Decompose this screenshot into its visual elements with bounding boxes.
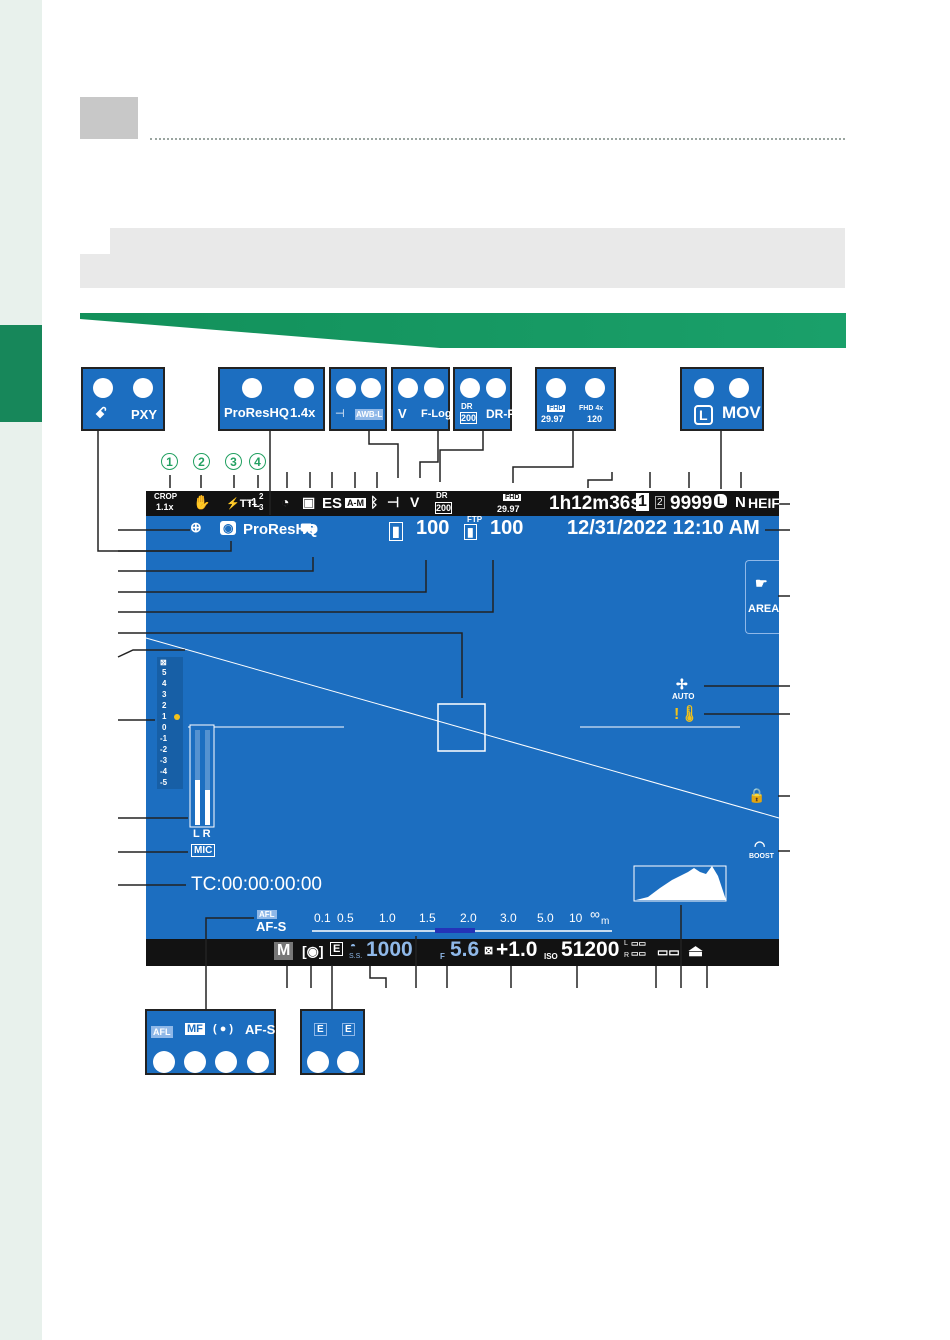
bluetooth-icon: ᛒ xyxy=(370,494,379,510)
ss-icon: ◓ xyxy=(350,941,357,952)
exposure-compensation: +1.0 xyxy=(496,938,538,961)
callout-box-4: V F-Log xyxy=(391,367,452,431)
ae-lock-icon: E xyxy=(330,942,344,956)
recording-time: 1h12m36s xyxy=(549,493,641,514)
callout-box-3: ⊣ AWB-L xyxy=(329,367,387,431)
fan-icon: ✢ xyxy=(676,676,688,692)
bottom-status-bar xyxy=(146,939,779,966)
frames-icon-2: ▮ xyxy=(464,524,477,540)
file-format: HEIF xyxy=(748,495,780,511)
ftp-label: FTP xyxy=(467,515,483,524)
exposure-scale-bg xyxy=(157,657,183,789)
flash-comp: -1 xyxy=(248,497,257,508)
exposure-scale-icon: ⊠ xyxy=(160,658,167,667)
number-3: 3 xyxy=(225,453,242,470)
top-status-bar xyxy=(146,491,779,516)
proxy-icon: ◉ xyxy=(220,521,237,535)
focus-mode: AF-S xyxy=(256,919,287,934)
chapter-tab[interactable] xyxy=(0,325,42,422)
flash-frac-bot: 3 xyxy=(259,503,264,512)
callout-box-6: FHD 29.97 FHD 4x 120 xyxy=(535,367,616,431)
exposure-indicator xyxy=(174,714,180,720)
af-zoom-icon: ⊕ xyxy=(190,519,202,535)
shots-remaining: 9999 xyxy=(670,493,713,514)
movie-fps: 29.97 xyxy=(497,504,520,514)
ev-icon: ⊠ xyxy=(484,945,494,957)
battery-r-label: R xyxy=(624,952,630,959)
image-size: L xyxy=(714,494,728,508)
callout-lines xyxy=(97,430,790,1020)
card-slot-1: 1 xyxy=(636,493,649,511)
shutter-speed: 1000 xyxy=(366,938,413,961)
flash-frac-top: 2 xyxy=(259,492,264,501)
audio-lr-label: L R xyxy=(193,828,211,840)
am-switch: A-M xyxy=(345,498,366,508)
wb-icon: ⊣ xyxy=(387,494,400,510)
histogram-curve xyxy=(636,866,726,900)
dr-label: DR xyxy=(436,491,448,500)
area-label: AREA xyxy=(748,603,780,615)
temperature-warning-icon: !🌡 xyxy=(674,706,700,723)
battery-icon: ▭▭ xyxy=(657,945,680,959)
dotted-rule xyxy=(150,138,845,140)
film-sim-icon: V xyxy=(410,494,420,510)
afl-label: AFL xyxy=(257,910,277,919)
crop-value: 1.1x xyxy=(156,502,174,512)
callout-box-1: ꗃ PXY xyxy=(81,367,165,431)
focus-frame xyxy=(437,703,486,752)
battery-l-label: L xyxy=(624,940,628,947)
metering-icon: [◉] xyxy=(302,943,324,959)
card-slot-2: 2 xyxy=(655,496,665,509)
audio-meter-frame xyxy=(189,724,215,828)
self-timer-icon: ◔ xyxy=(281,494,290,510)
number-2: 2 xyxy=(193,453,210,470)
side-strip xyxy=(0,0,42,1340)
section-header-band xyxy=(80,313,846,348)
shutter-type: ES xyxy=(322,495,343,512)
callout-box-5: DR 200 DR-P xyxy=(453,367,515,431)
hand-icon: ☛ xyxy=(755,575,768,591)
dof-bar xyxy=(435,928,475,933)
note-corner xyxy=(80,228,110,254)
fan-auto-label: AUTO xyxy=(672,692,695,701)
power-supply-icon: ⏏ xyxy=(688,943,704,960)
note-box xyxy=(80,228,845,288)
date-time: 12/31/2022 12:10 AM xyxy=(567,517,760,539)
horizon-line xyxy=(145,637,780,819)
continuous-icon: ▣ xyxy=(302,494,316,510)
flash-mode: ⚡TTL xyxy=(226,498,260,510)
number-4: 4 xyxy=(249,453,266,470)
aperture: 5.6 xyxy=(450,938,480,961)
callout-box-9: E E xyxy=(300,1009,365,1075)
dr-value: 200 xyxy=(435,502,453,514)
frames-count-2: 100 xyxy=(490,517,524,539)
iso-label: ISO xyxy=(544,952,558,961)
boost-label: BOOST xyxy=(749,853,774,860)
f-label: F xyxy=(440,952,445,961)
boost-icon: ◠ xyxy=(754,838,766,853)
timecode: TC:00:00:00:00 xyxy=(191,874,322,895)
prores-label: ProResHQ xyxy=(243,521,319,538)
number-1: 1 xyxy=(161,453,178,470)
mode-icon: ⛟ xyxy=(300,520,318,536)
exposure-mode: M xyxy=(274,942,294,960)
touch-area-button[interactable]: ☛ AREA xyxy=(745,560,779,634)
stabilizer-icon: ✋ xyxy=(193,494,211,510)
lock-icon: 🔒 xyxy=(748,787,766,803)
image-quality: N xyxy=(735,494,746,511)
movie-format: FHD xyxy=(503,494,522,501)
callout-box-8: AFL MF ( ● ) AF-S xyxy=(145,1009,276,1075)
frames-count-1: 100 xyxy=(416,517,450,539)
section-marker xyxy=(80,97,138,139)
iso-value: 51200 xyxy=(561,938,620,961)
crop-label: CROP xyxy=(154,492,178,501)
battery-grip-icon: ▭▭▭▭ xyxy=(631,939,647,958)
frames-icon-1: ▮ xyxy=(389,522,403,541)
callout-box-2: ProResHQ 1.4x xyxy=(218,367,325,431)
callout-box-7: L MOV xyxy=(680,367,764,431)
ss-label: S.S. xyxy=(349,953,363,960)
mic-label: MIC xyxy=(191,844,216,857)
distance-scale: 0.1 0.5 1.0 1.5 2.0 3.0 5.0 10 ∞ m xyxy=(314,906,610,927)
